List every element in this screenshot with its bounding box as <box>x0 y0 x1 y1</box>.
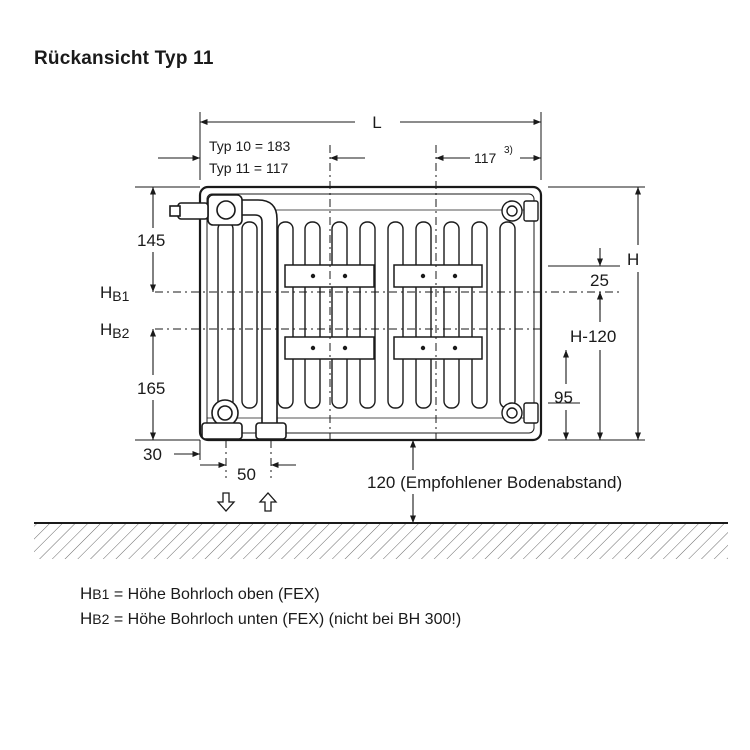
legend-hb2: HB2 = Höhe Bohrloch unten (FEX) (nicht b… <box>80 609 461 629</box>
dim-117: 117 <box>474 150 497 166</box>
arrow-down-icon <box>216 492 236 512</box>
dim-145: 145 <box>137 231 165 250</box>
legend-hb1: HB1 = Höhe Bohrloch oben (FEX) <box>80 584 320 604</box>
dim-50: 50 <box>237 465 256 484</box>
dim-typ11: Typ 11 = 117 <box>209 160 288 176</box>
dimension-lines <box>149 118 642 523</box>
page-title: Rückansicht Typ 11 <box>34 48 214 69</box>
dim-30: 30 <box>143 445 162 464</box>
dim-25: 25 <box>590 271 609 290</box>
dim-h-120: H-120 <box>570 327 616 346</box>
legend-hb2-subscript: B2 <box>92 611 110 627</box>
arrow-up-icon <box>258 492 278 512</box>
legend-hb1-subscript: B1 <box>92 586 110 602</box>
vent-plugs <box>501 200 539 424</box>
hb1-label: HB1 <box>100 283 130 304</box>
hb2-label: HB2 <box>100 320 130 341</box>
legend-hb1-text: = Höhe Bohrloch oben (FEX) <box>109 586 320 603</box>
dim-165: 165 <box>137 379 165 398</box>
dim-height: H <box>627 250 639 269</box>
connection-pipes <box>169 194 287 440</box>
bracket-holes <box>310 273 458 351</box>
legend-hb2-symbol: H <box>80 609 93 628</box>
dim-floor-gap: 120 (Empfohlener Bodenabstand) <box>367 473 622 492</box>
floor <box>34 522 728 559</box>
dim-typ10: Typ 10 = 183 <box>209 138 291 154</box>
legend-hb2-text: = Höhe Bohrloch unten (FEX) (nicht bei B… <box>109 611 462 628</box>
dim-95: 95 <box>554 388 573 407</box>
dim-117-note: 3) <box>504 145 513 156</box>
legend-hb1-symbol: H <box>80 584 93 603</box>
dim-length: L <box>372 113 381 132</box>
reference-lines <box>155 145 620 478</box>
